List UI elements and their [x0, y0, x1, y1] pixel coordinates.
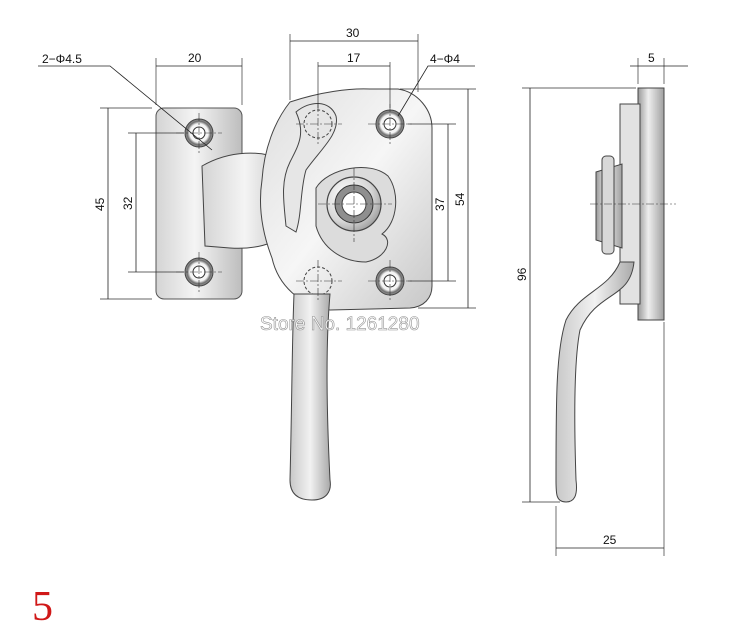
label-plate-height: 45 [93, 197, 107, 211]
label-overall-height: 96 [515, 267, 529, 281]
label-plate-width: 20 [188, 51, 202, 65]
cam-arm [283, 103, 337, 233]
side-view [522, 58, 688, 556]
label-holes-small: 2−Φ4.5 [42, 52, 82, 66]
label-holes-large: 4−Φ4 [430, 52, 460, 66]
label-body-hole-spacing: 37 [433, 197, 447, 211]
label-plate-hole-spacing: 32 [121, 196, 135, 210]
store-watermark: Store No. 1261280 [260, 314, 420, 335]
lever-handle [289, 293, 331, 501]
label-body-height: 54 [453, 192, 467, 206]
label-thickness: 5 [648, 51, 655, 65]
latch-body [259, 88, 433, 311]
front-dimensions [38, 34, 476, 309]
label-body-width: 30 [346, 26, 360, 40]
label-hole-spacing-h: 17 [347, 51, 361, 65]
page-number: 5 [32, 584, 53, 630]
side-handle [555, 261, 635, 503]
label-side-depth: 25 [603, 533, 617, 547]
